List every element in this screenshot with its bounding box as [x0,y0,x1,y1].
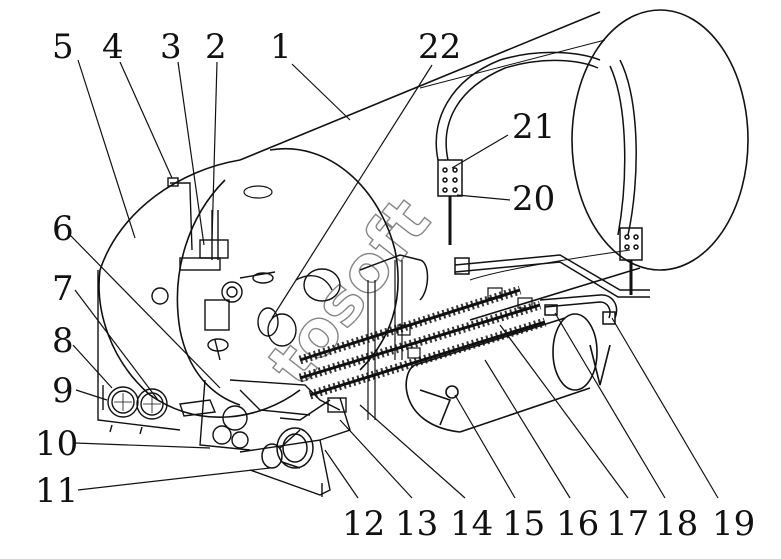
tank-far-end [571,9,749,271]
leader-19 [611,317,719,499]
callout-4: 4 [102,27,124,67]
strap-right [619,59,637,236]
callout-21: 21 [512,107,555,147]
callout-2: 2 [205,27,227,67]
strap-clamp-right [619,227,643,261]
leader-2 [211,61,218,241]
leader-21 [451,134,509,169]
leader-17 [499,324,629,499]
tank-front-rim [269,147,399,371]
leader-1 [291,63,351,121]
callout-6: 6 [52,209,74,249]
leader-22 [271,64,433,319]
leader-7 [74,289,159,401]
coil-bundle [298,285,547,400]
leader-13 [339,419,413,499]
callout-10: 10 [35,424,78,464]
callout-labels: 5 4 3 2 1 22 21 20 6 7 8 9 10 11 12 13 1… [35,27,755,544]
leader-4 [119,61,173,179]
callout-13: 13 [395,504,438,544]
callout-8: 8 [52,321,74,361]
callout-3: 3 [160,27,182,67]
strap-left [435,51,601,161]
callout-14: 14 [450,504,493,544]
leader-8 [72,344,113,389]
callout-20: 20 [512,179,555,219]
leader-3 [177,61,205,246]
leader-6 [69,234,221,389]
leader-11 [77,467,271,491]
callout-17: 17 [606,504,649,544]
callout-16: 16 [556,504,599,544]
leader-15 [454,394,516,499]
leader-lines [69,59,719,499]
callout-12: 12 [342,504,385,544]
tank-front-end [98,159,301,418]
leader-10 [74,442,211,449]
piping [279,254,650,421]
lifting-straps [435,51,643,295]
leader-20 [456,194,511,201]
leader-18 [554,312,666,499]
strap-clamp-left [437,159,463,197]
callout-11: 11 [35,471,78,511]
callout-19: 19 [712,504,755,544]
receiver-cylinder [405,313,611,433]
leader-16 [484,359,571,499]
leader-12 [324,449,359,499]
gauge-left [107,386,139,418]
leader-5 [77,59,136,239]
callout-15: 15 [502,504,545,544]
callout-5: 5 [52,27,74,67]
leader-14 [359,404,466,499]
callout-7: 7 [52,269,74,309]
gauge-right [136,388,168,420]
tank-top-outline [239,11,601,161]
pump-motor [261,427,314,469]
callout-9: 9 [52,371,74,411]
tank-bottom-outline [469,267,641,321]
callout-1: 1 [270,27,292,67]
front-fittings [151,177,351,451]
callout-22: 22 [418,27,461,67]
tank-front-inner [176,179,241,406]
leader-9 [75,389,108,401]
main-tank [98,9,749,418]
callout-18: 18 [655,504,698,544]
